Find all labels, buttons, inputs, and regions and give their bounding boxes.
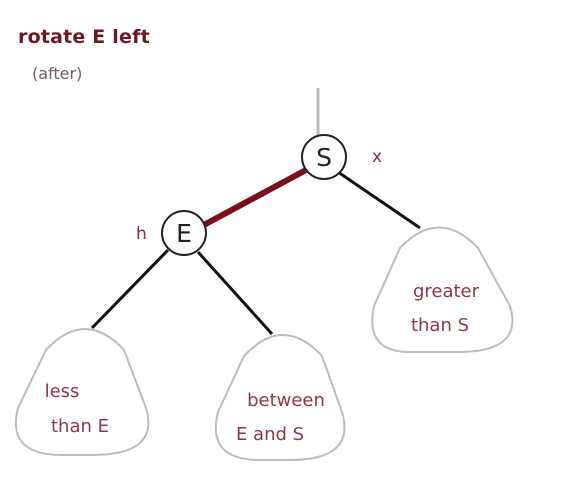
- link-s-to-greater: [337, 170, 421, 230]
- subtree-less-line2: than E: [51, 416, 109, 437]
- node-e-label: h: [136, 224, 147, 244]
- node-e: [161, 210, 207, 256]
- node-s: [301, 134, 347, 180]
- link-e-to-less: [90, 248, 170, 330]
- subtree-less-line1: less: [45, 381, 80, 402]
- diagram-title: rotate E left: [18, 26, 150, 48]
- subtree-between-blob: [214, 334, 346, 461]
- link-e-to-between: [196, 250, 274, 336]
- subtree-greater-line2: than S: [411, 315, 469, 336]
- node-s-letter: S: [316, 143, 332, 172]
- subtree-greater-blob: [371, 226, 514, 353]
- subtree-between-line2: E and S: [236, 424, 304, 445]
- subtree-less-blob: [14, 328, 150, 456]
- node-e-letter: E: [176, 219, 192, 248]
- subtree-between-line1: between: [247, 390, 325, 411]
- subtree-greater-line1: greater: [413, 281, 480, 302]
- node-s-label: x: [372, 147, 382, 167]
- red-link-s-e: [199, 167, 309, 229]
- diagram-subtitle: (after): [32, 64, 83, 83]
